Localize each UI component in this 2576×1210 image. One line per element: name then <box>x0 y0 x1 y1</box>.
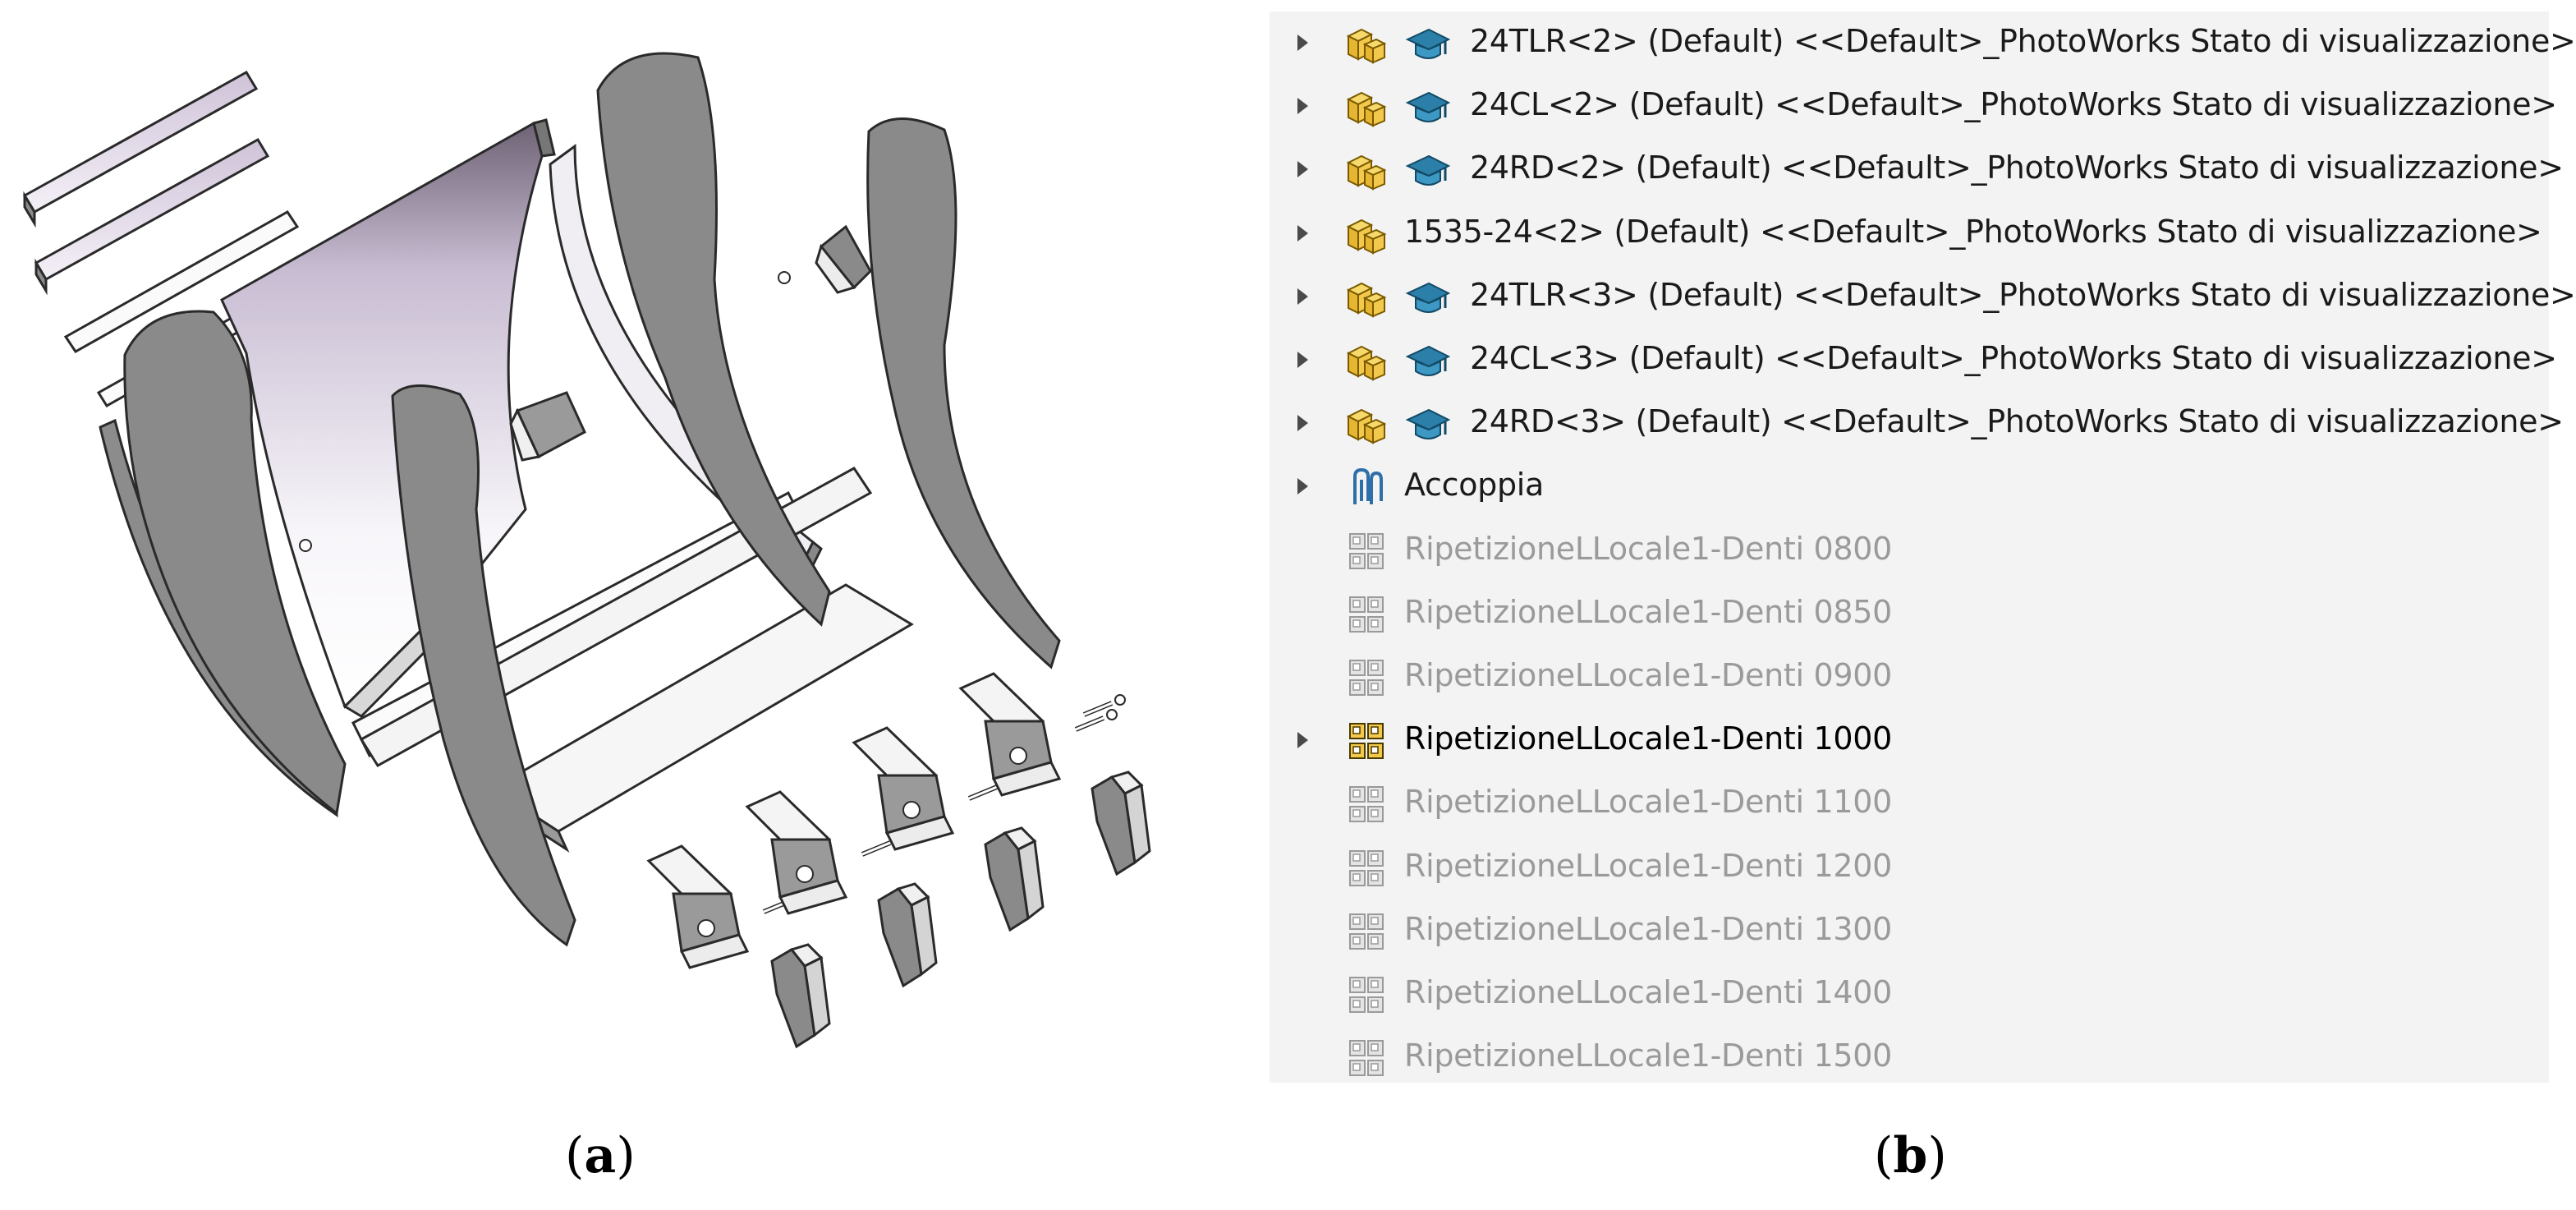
expand-arrow-icon[interactable] <box>1297 98 1308 115</box>
expand-arrow-icon[interactable] <box>1297 288 1308 305</box>
retaining-pin <box>1082 694 1126 717</box>
tooth-tip <box>877 882 938 988</box>
tree-row-label: RipetizioneLLocale1-Denti 1400 <box>1404 974 1893 1010</box>
flat-plate <box>23 191 36 228</box>
pattern-icon <box>1343 1036 1389 1082</box>
pattern-icon <box>1343 719 1389 765</box>
tree-row[interactable]: RipetizioneLLocale1-Denti 0900 <box>1270 646 2549 709</box>
graduation-cap-icon <box>1404 338 1451 384</box>
pattern-icon <box>1343 909 1389 955</box>
right-front-sidewall <box>866 117 1061 669</box>
tree-row-label: RipetizioneLLocale1-Denti 1100 <box>1404 784 1893 821</box>
tree-row-label: RipetizioneLLocale1-Denti 1500 <box>1404 1037 1893 1074</box>
pin-hole <box>778 271 791 284</box>
expand-arrow-icon[interactable] <box>1297 224 1308 242</box>
graduation-cap-icon <box>1404 275 1451 321</box>
graduation-cap-icon <box>1404 85 1451 131</box>
tree-row-label: 24CL<2> (Default) <<Default>_PhotoWorks … <box>1470 86 2557 123</box>
tree-row-label: 24CL<3> (Default) <<Default>_PhotoWorks … <box>1470 340 2557 376</box>
expand-arrow-icon[interactable] <box>1297 415 1308 432</box>
expand-arrow-icon[interactable] <box>1297 161 1308 178</box>
exploded-assembly-drawing <box>22 52 1151 1049</box>
assembly-icon <box>1343 21 1389 67</box>
tree-row-label: RipetizioneLLocale1-Denti 0800 <box>1404 530 1893 567</box>
center-sidewall <box>391 384 576 947</box>
expand-arrow-icon[interactable] <box>1297 732 1308 749</box>
tree-row-label: RipetizioneLLocale1-Denti 0900 <box>1404 657 1893 693</box>
flat-plate <box>34 258 48 296</box>
tree-row[interactable]: 24TLR<3> (Default) <<Default>_PhotoWorks… <box>1270 265 2576 329</box>
assembly-icon <box>1343 148 1389 194</box>
tree-row[interactable]: RipetizioneLLocale1-Denti 0800 <box>1270 519 2549 582</box>
pattern-icon <box>1343 656 1389 702</box>
assembly-icon <box>1343 338 1389 384</box>
tree-row-label: 1535-24<2> (Default) <<Default>_PhotoWor… <box>1404 213 2542 250</box>
tooth-adapter <box>646 844 750 969</box>
assembly-icon <box>1343 275 1389 321</box>
caption-b: (b) <box>1874 1127 1947 1185</box>
tree-row[interactable]: 24RD<3> (Default) <<Default>_PhotoWorks … <box>1270 392 2564 455</box>
side-cutter <box>815 224 872 294</box>
tree-row-label: 24TLR<2> (Default) <<Default>_PhotoWorks… <box>1470 23 2576 59</box>
tree-row[interactable]: 24TLR<2> (Default) <<Default>_PhotoWorks… <box>1270 12 2576 75</box>
tree-row[interactable]: 24RD<2> (Default) <<Default>_PhotoWorks … <box>1270 138 2564 201</box>
assembly-icon <box>1343 402 1389 448</box>
expand-arrow-icon[interactable] <box>1297 478 1308 495</box>
pattern-icon <box>1343 973 1389 1019</box>
tree-row-label: Accoppia <box>1404 467 1545 504</box>
tree-row-label: 24TLR<3> (Default) <<Default>_PhotoWorks… <box>1470 276 2576 313</box>
tree-row[interactable]: RipetizioneLLocale1-Denti 0850 <box>1270 582 2549 646</box>
left-sidewall <box>123 310 347 816</box>
tree-row-label: RipetizioneLLocale1-Denti 1000 <box>1404 720 1893 757</box>
tooth-tip <box>1091 771 1151 876</box>
tooth-tip <box>770 943 831 1049</box>
retaining-pin <box>1074 709 1118 732</box>
flat-plate <box>63 210 300 353</box>
tooth-tip <box>984 826 1045 932</box>
graduation-cap-icon <box>1404 402 1451 448</box>
flat-plate <box>22 70 259 214</box>
caption-a: (a) <box>565 1127 636 1185</box>
pattern-icon <box>1343 782 1389 828</box>
tree-row-label: 24RD<2> (Default) <<Default>_PhotoWorks … <box>1470 150 2564 186</box>
wear-block <box>509 391 586 462</box>
tree-row[interactable]: 24CL<2> (Default) <<Default>_PhotoWorks … <box>1270 75 2557 138</box>
tree-row[interactable]: Accoppia <box>1270 455 2549 518</box>
graduation-cap-icon <box>1404 148 1451 194</box>
tree-row[interactable]: 24CL<3> (Default) <<Default>_PhotoWorks … <box>1270 329 2557 392</box>
pattern-icon <box>1343 846 1389 892</box>
tree-row-label: RipetizioneLLocale1-Denti 0850 <box>1404 593 1893 630</box>
graduation-cap-icon <box>1404 21 1451 67</box>
pin-hole <box>299 539 312 552</box>
tree-row[interactable]: RipetizioneLLocale1-Denti 1200 <box>1270 836 2549 899</box>
assembly-icon <box>1343 212 1389 258</box>
pattern-icon <box>1343 592 1389 638</box>
teeth-group <box>646 672 1151 1049</box>
tooth-adapter <box>745 790 848 915</box>
tree-row-label: RipetizioneLLocale1-Denti 1300 <box>1404 910 1893 947</box>
expand-arrow-icon[interactable] <box>1297 35 1308 51</box>
tree-row[interactable]: RipetizioneLLocale1-Denti 1400 <box>1270 963 2549 1026</box>
mates-icon <box>1343 465 1389 511</box>
tree-row[interactable]: RipetizioneLLocale1-Denti 1100 <box>1270 772 2549 835</box>
tree-row-label: RipetizioneLLocale1-Denti 1200 <box>1404 847 1893 884</box>
assembly-icon <box>1343 85 1389 131</box>
tooth-adapter <box>958 672 1062 797</box>
tooth-adapter <box>852 726 955 851</box>
expand-arrow-icon[interactable] <box>1297 352 1308 368</box>
tree-row-label: 24RD<3> (Default) <<Default>_PhotoWorks … <box>1470 403 2564 440</box>
pattern-icon <box>1343 529 1389 575</box>
tree-row[interactable]: RipetizioneLLocale1-Denti 1300 <box>1270 899 2549 963</box>
tree-row[interactable]: RipetizioneLLocale1-Denti 1500 <box>1270 1026 2549 1089</box>
right-back-sidewall <box>596 52 831 627</box>
exploded-assembly-view <box>0 0 1256 1101</box>
feature-tree-panel: 24TLR<2> (Default) <<Default>_PhotoWorks… <box>1270 12 2576 1083</box>
tree-row[interactable]: RipetizioneLLocale1-Denti 1000 <box>1270 709 2549 772</box>
tree-row[interactable]: 1535-24<2> (Default) <<Default>_PhotoWor… <box>1270 202 2549 265</box>
